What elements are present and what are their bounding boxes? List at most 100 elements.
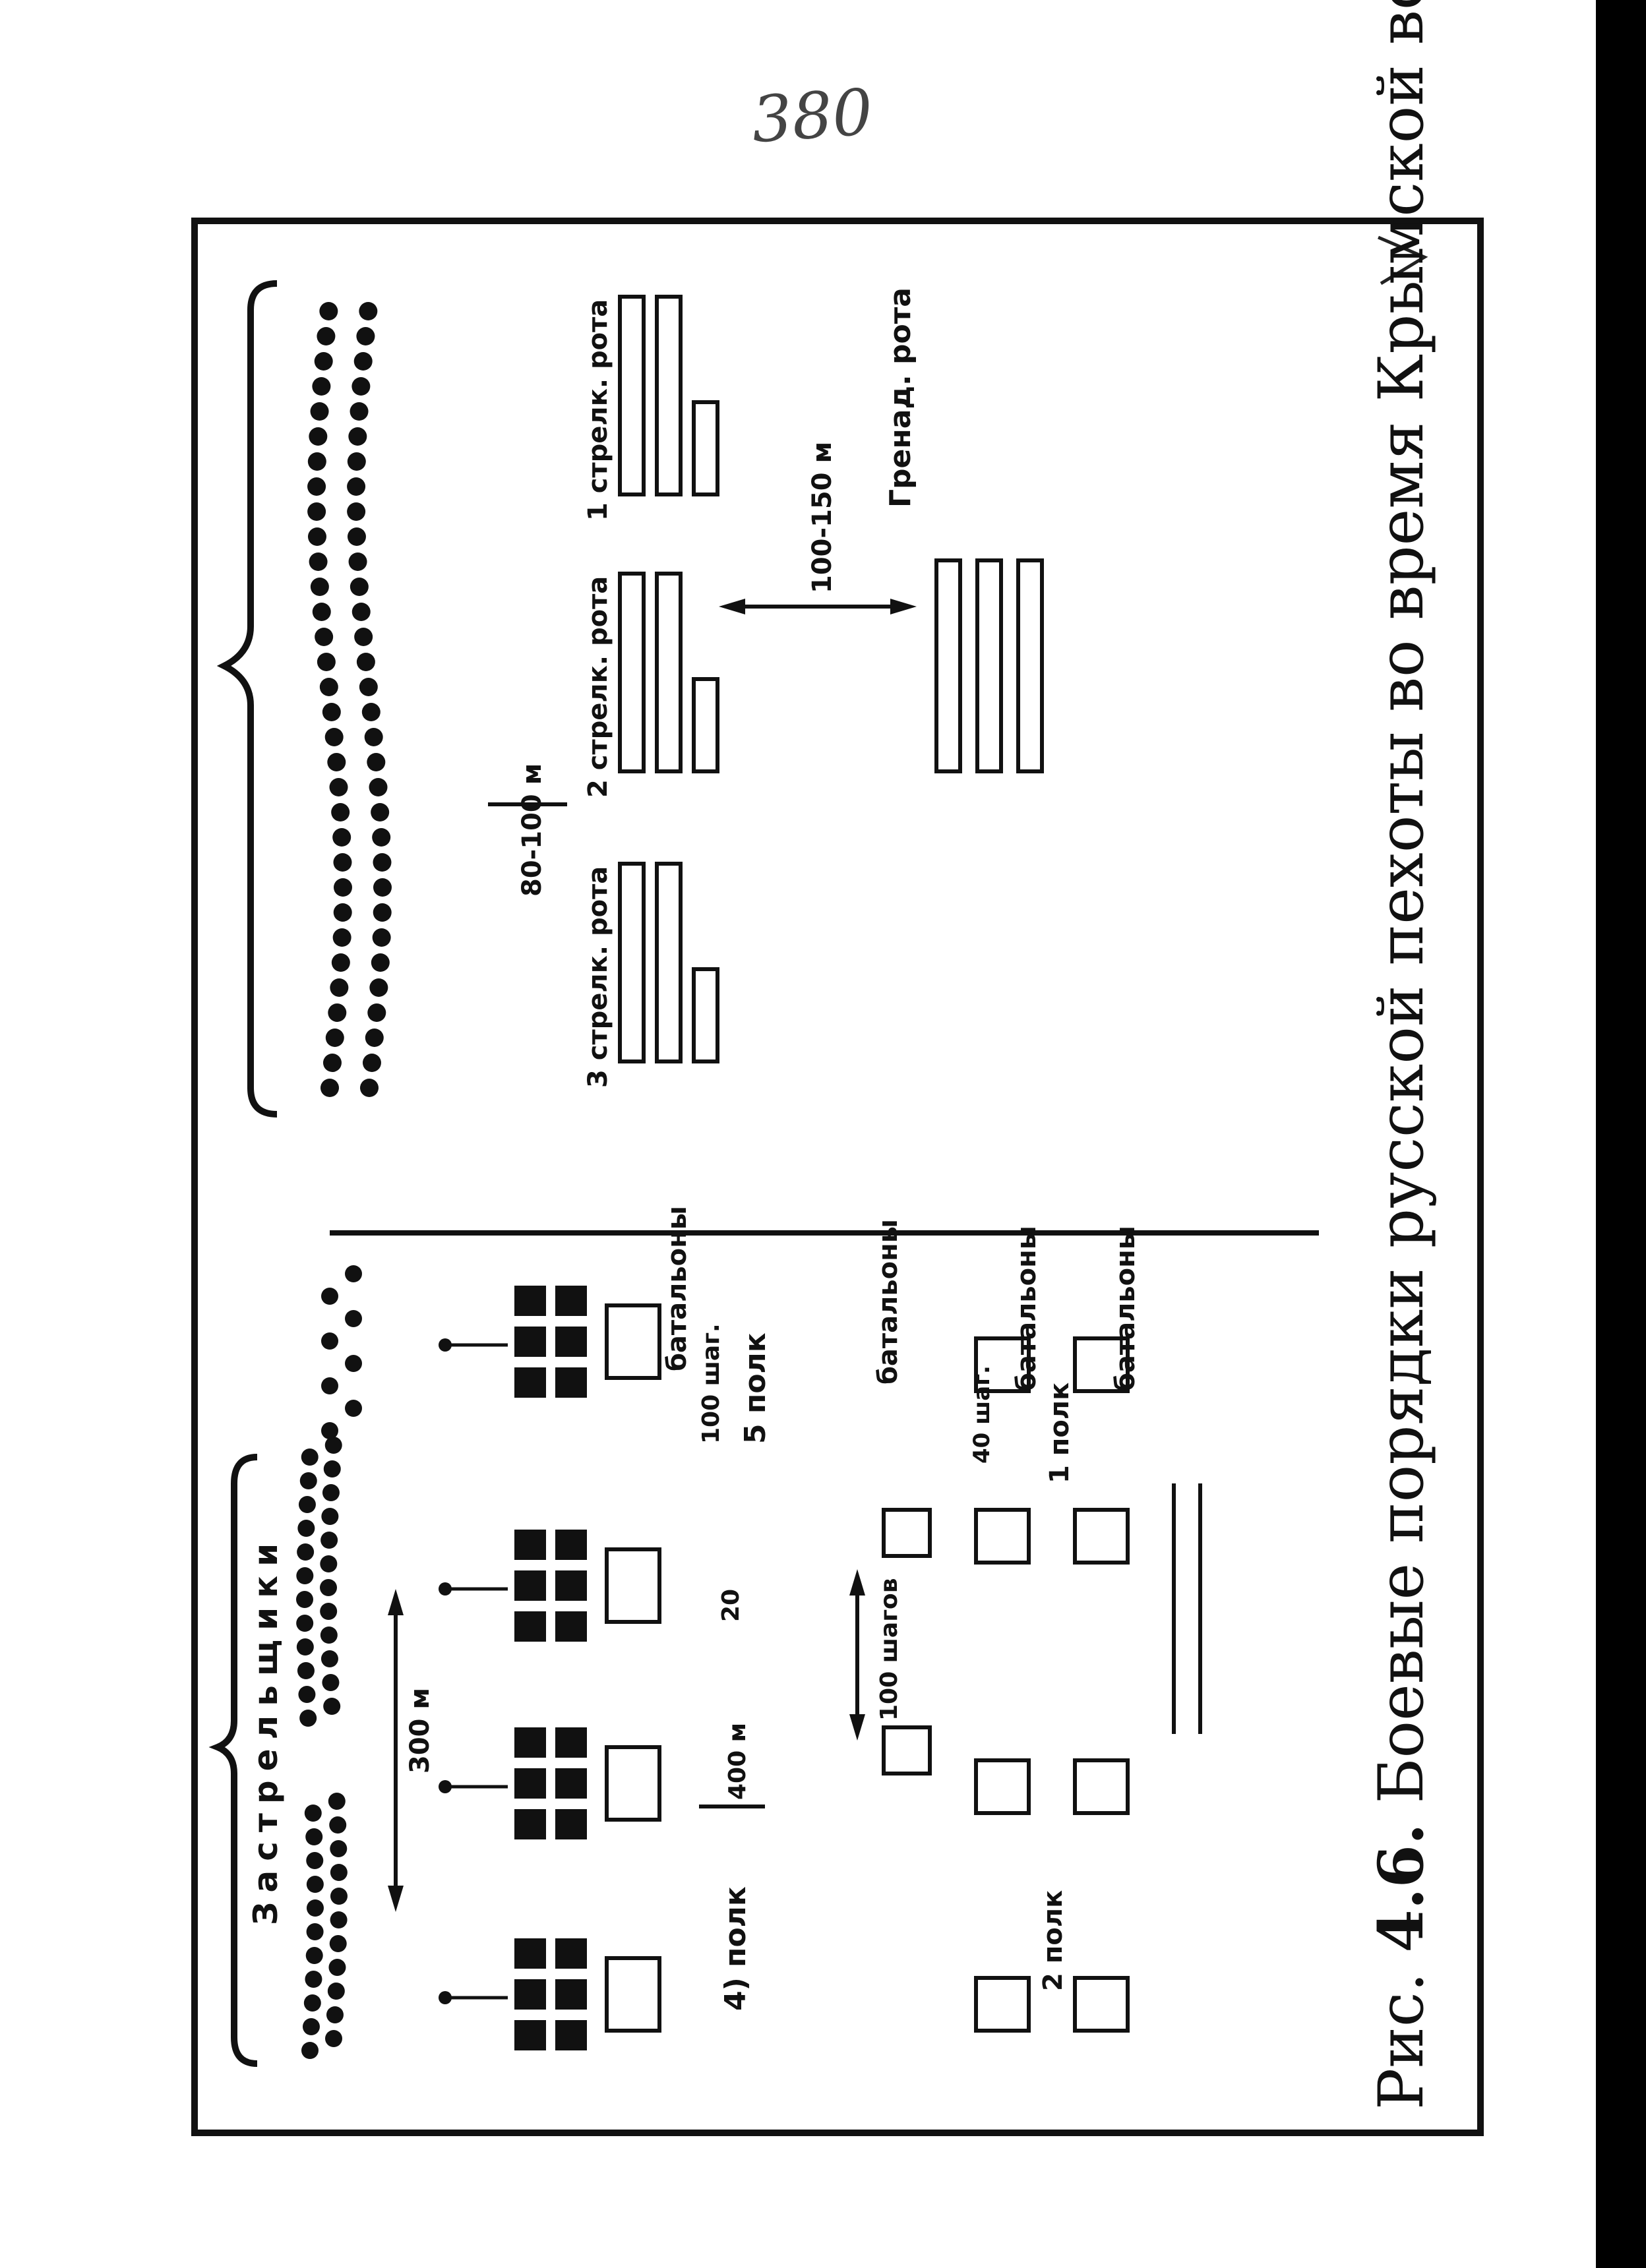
- company-block: [555, 1530, 587, 1560]
- distance-100-steps-b: 100 шагов: [876, 1578, 903, 1721]
- rifleman-dot: [319, 678, 338, 696]
- grenadier-company-label: Гренад. рота: [884, 287, 917, 508]
- skirmisher-dot: [322, 1484, 340, 1501]
- skirmisher-dot: [296, 1591, 314, 1608]
- company-block: [514, 2020, 546, 2050]
- distance-400m: 400 м: [724, 1723, 751, 1800]
- company-line: [618, 295, 646, 496]
- company-line: [692, 677, 719, 773]
- skirmisher-dot: [330, 1840, 348, 1857]
- skirmisher-dot: [328, 1793, 346, 1810]
- rifleman-dot: [324, 728, 344, 746]
- distance-80-100m: 80-100 м: [517, 763, 547, 897]
- skirmisher-dot: [306, 1852, 324, 1869]
- rifleman-dot: [356, 327, 375, 345]
- company-line: [692, 967, 719, 1063]
- skirmisher-dot: [345, 1310, 362, 1327]
- caption-figure-number: 4.6.: [1365, 1823, 1438, 1953]
- skirmisher-dot: [321, 1508, 339, 1525]
- rifleman-dot: [372, 828, 391, 847]
- skirmisher-dot: [298, 1686, 316, 1703]
- rifleman-dot: [347, 502, 366, 521]
- regiment-2-label: 2 полк: [1038, 1890, 1068, 1991]
- rifleman-dot: [348, 552, 367, 571]
- skirmisher-dot: [299, 1710, 317, 1727]
- company-block: [555, 1809, 587, 1839]
- handwritten-page-number: 380: [749, 75, 875, 158]
- skirmisher-dot: [297, 1662, 315, 1679]
- regiment-4-label: 4) полк: [719, 1886, 752, 2011]
- rotated-figure: Застрельщики 300 м 400 м 20: [198, 0, 1490, 2143]
- company-block: [555, 1611, 587, 1642]
- rifle-company-1-label: 1 стрелк. рота: [583, 299, 613, 521]
- skirmisher-dot: [306, 1899, 324, 1917]
- rifleman-dot: [347, 477, 366, 496]
- rifleman-dot: [347, 527, 366, 546]
- battalion-frame: [605, 1303, 661, 1380]
- right-scheme: 80-100 м 3 стрелк. рота 2 стрелк. рота 1…: [216, 280, 1044, 1118]
- rifleman-dot: [367, 753, 386, 771]
- company-block: [555, 1938, 587, 1969]
- skirmisher-dot: [345, 1400, 362, 1417]
- company-block: [514, 1979, 546, 2010]
- rifleman-dot: [331, 803, 350, 821]
- battalion-square: [974, 1508, 1031, 1565]
- rifleman-dot: [371, 803, 390, 821]
- battalion-square: [882, 1508, 932, 1558]
- battalions-label-3: батальоны: [1012, 1226, 1042, 1391]
- connector-node: [439, 1338, 452, 1352]
- company-block: [555, 1979, 587, 2010]
- skirmisher-dot: [306, 1923, 324, 1940]
- battalions-label-1: батальоны: [662, 1206, 692, 1371]
- connector-node: [439, 1582, 452, 1596]
- battalion-columns: [439, 1286, 661, 2050]
- skirmisher-dot: [305, 1828, 323, 1845]
- skirmisher-dot: [330, 1888, 348, 1905]
- company-block: [514, 1286, 546, 1316]
- skirmisher-dot: [321, 1422, 338, 1439]
- rifleman-dot: [309, 427, 328, 446]
- skirmisher-dot: [328, 1959, 346, 1976]
- company-block: [514, 1768, 546, 1799]
- battalion-square: [974, 1336, 1031, 1393]
- company-block: [514, 1727, 546, 1758]
- skirmisher-dot: [345, 1355, 362, 1372]
- rifleman-dot: [307, 452, 326, 471]
- battalion-frame: [605, 1956, 661, 2033]
- rifleman-dot: [317, 653, 336, 671]
- figure-frame: Застрельщики 300 м 400 м 20: [191, 0, 1484, 2136]
- rifleman-dot: [314, 352, 333, 371]
- rifleman-dot: [373, 853, 392, 872]
- battalion-square: [1073, 1508, 1130, 1565]
- skirmisher-dot: [320, 1626, 338, 1644]
- rifleman-dot: [310, 578, 329, 596]
- rifleman-dot: [307, 477, 326, 496]
- rifle-companies: [618, 295, 1044, 1063]
- second-line-battalions: [882, 1336, 1202, 2033]
- skirmisher-dot: [320, 1650, 338, 1667]
- skirmisher-dot: [345, 1265, 362, 1282]
- company-block: [514, 1809, 546, 1839]
- skirmisher-dot: [325, 2030, 342, 2047]
- rifleman-dot: [350, 578, 369, 596]
- grenadier-line: [934, 558, 962, 773]
- skirmisher-dot: [323, 1460, 341, 1477]
- rifleman-dot: [365, 1029, 384, 1047]
- skirmisher-chain: [296, 1265, 362, 2059]
- skirmisher-dot: [296, 1638, 314, 1656]
- skirmisher-dot: [305, 1947, 323, 1964]
- regiment-1-label: 1 полк: [1045, 1383, 1075, 1483]
- regiment-5-label: 5 полк: [739, 1332, 772, 1444]
- rifleman-dot: [360, 1079, 379, 1097]
- rifleman-dot: [320, 1079, 339, 1097]
- rifleman-dot: [322, 1054, 342, 1072]
- figure-caption: Рис. 4.6. Боевые порядки русской пехоты …: [1365, 0, 1438, 2110]
- battalions-label-4: батальоны: [1111, 1226, 1141, 1391]
- connector-node: [439, 1780, 452, 1793]
- skirmisher-dot: [297, 1543, 315, 1561]
- rifleman-dot: [350, 402, 369, 421]
- rifleman-dot: [331, 953, 350, 972]
- distance-100-steps: 100 шаг.: [698, 1323, 725, 1444]
- skirmishers-brace: [208, 1454, 258, 2067]
- rifleman-dot: [333, 878, 352, 897]
